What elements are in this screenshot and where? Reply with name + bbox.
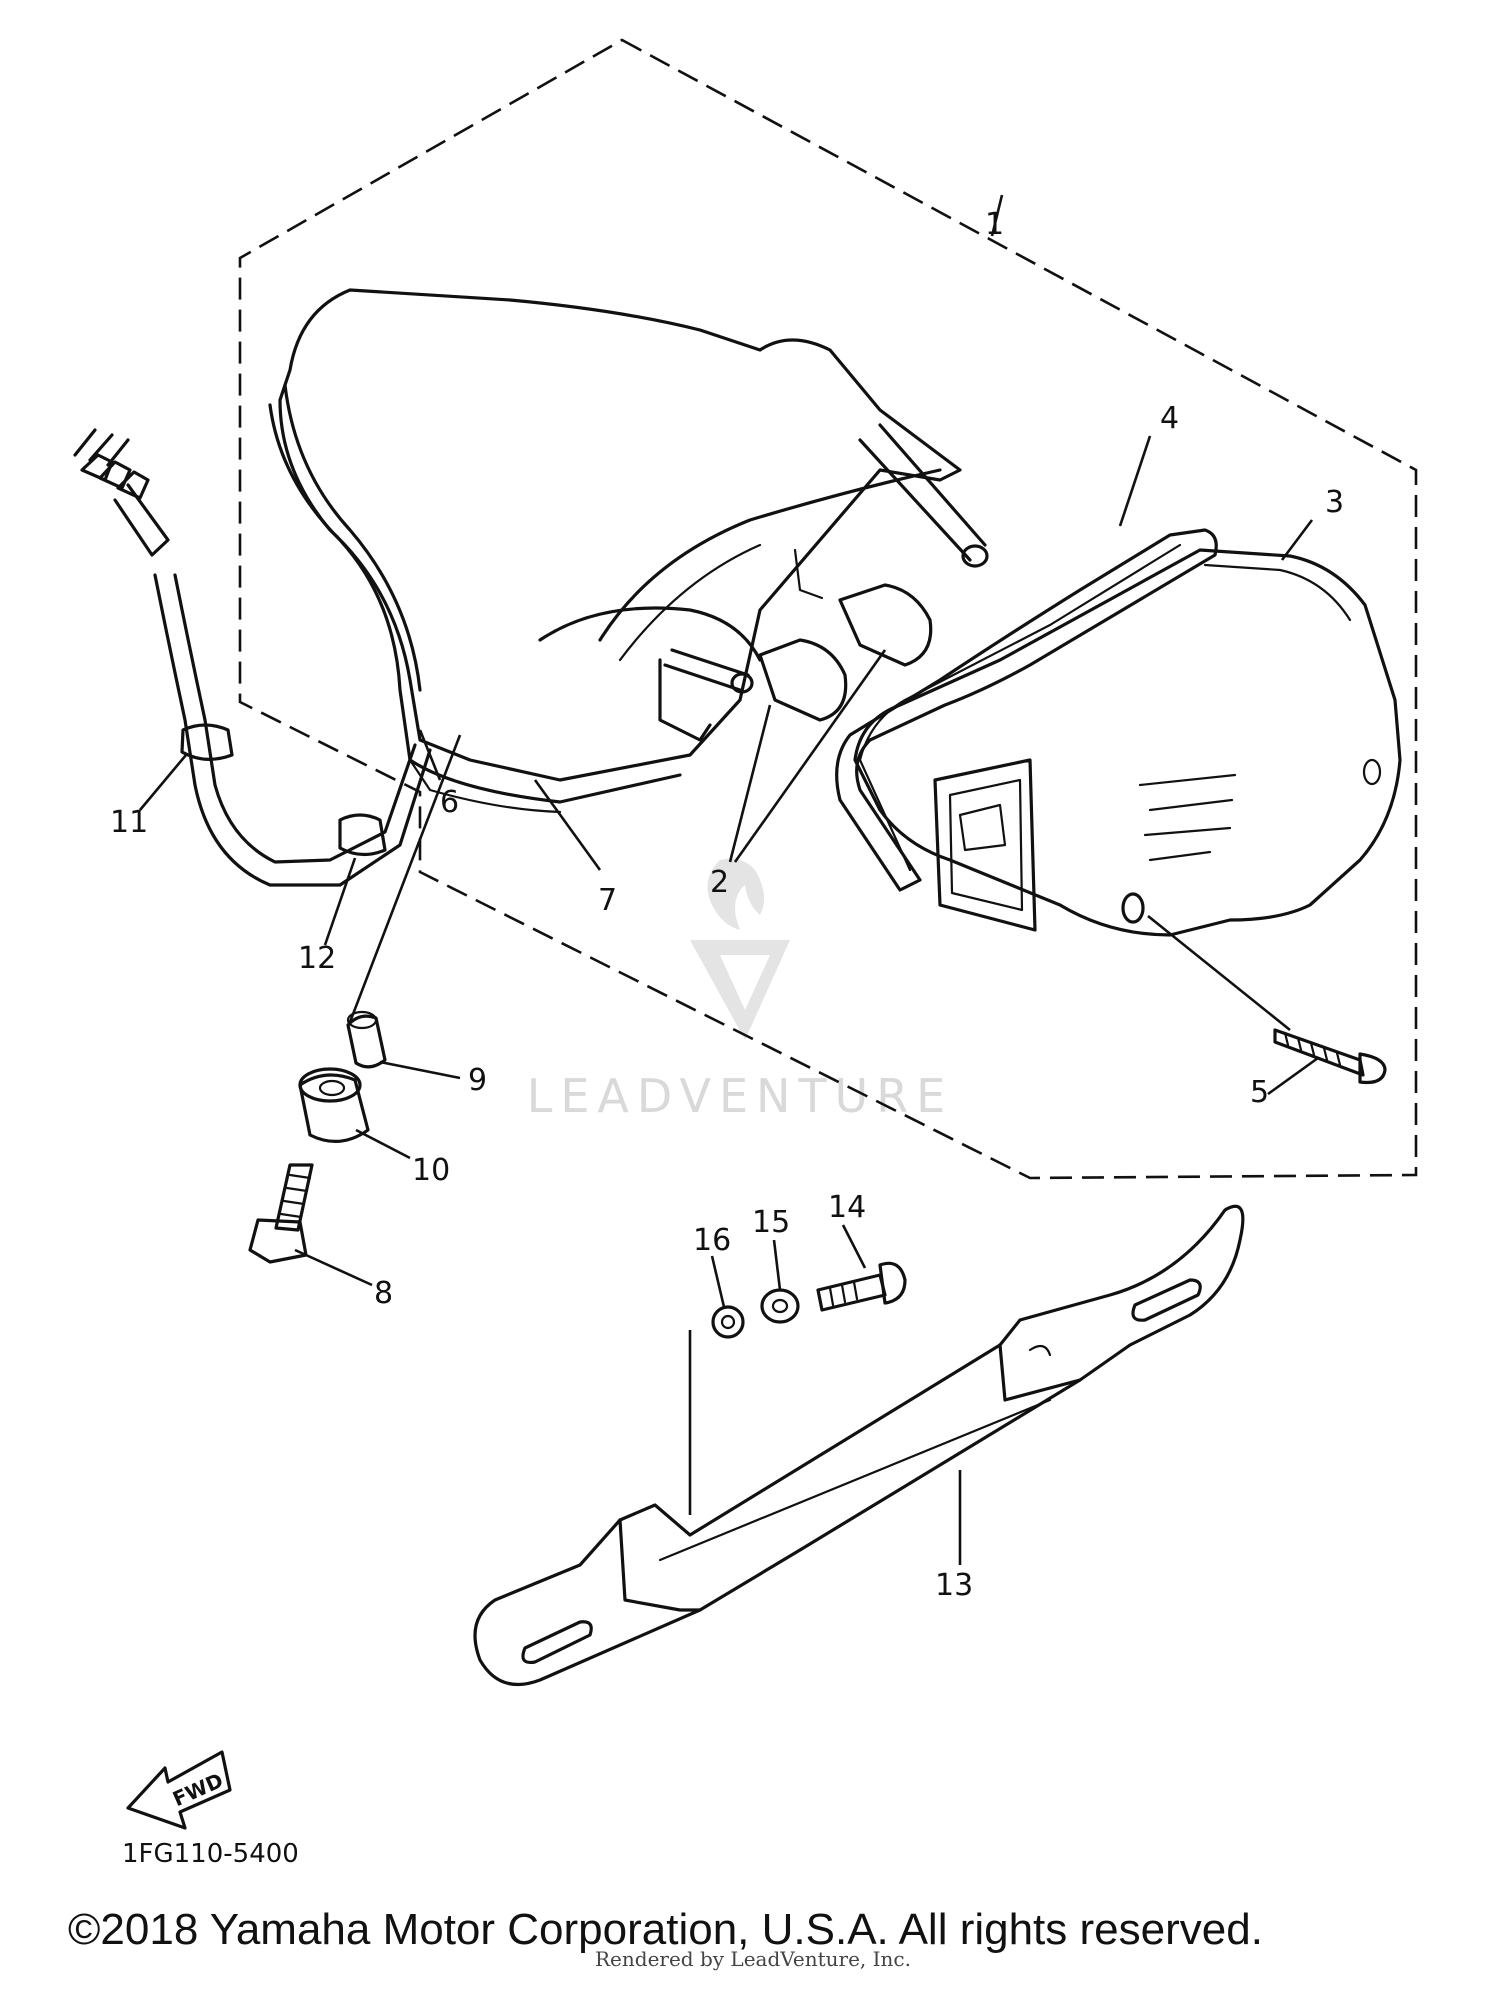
rendered-by-credit: Rendered by LeadVenture, Inc. (595, 1947, 911, 1971)
bolt-8 (248, 1163, 373, 1287)
callout-16: 16 (693, 1223, 731, 1258)
leader-4 (1118, 435, 1152, 527)
license-bracket (473, 1204, 1245, 1687)
callout-7: 7 (598, 883, 617, 918)
forward-arrow-icon: FWD (126, 1750, 232, 1830)
callout-3: 3 (1325, 485, 1344, 520)
callout-15: 15 (752, 1205, 790, 1240)
callout-1: 1 (985, 207, 1004, 242)
leader-2a (728, 704, 772, 863)
gasket (835, 528, 1218, 892)
small-hardware (710, 1224, 907, 1339)
leader-1 (990, 194, 1004, 237)
callout-9: 9 (468, 1063, 487, 1098)
taillight-base (268, 288, 989, 814)
callout-labels: 1 2 3 4 5 6 7 8 9 10 11 12 13 14 15 16 (110, 207, 1344, 1603)
bulbs (728, 583, 933, 863)
callout-11: 11 (110, 805, 148, 840)
leader-7 (533, 779, 602, 871)
assembly-boundary (238, 38, 1418, 1180)
copyright-notice: ©2018 Yamaha Motor Corporation, U.S.A. A… (68, 1905, 1263, 1954)
callout-10: 10 (412, 1153, 450, 1188)
lens (853, 548, 1402, 937)
screw-5 (1147, 914, 1387, 1096)
leader-2b (733, 649, 887, 863)
leadventure-watermark: LEADVENTURE (527, 858, 954, 1123)
callout-8: 8 (374, 1276, 393, 1311)
diagram-code: 1FG110-5400 (122, 1839, 299, 1869)
callout-6: 6 (440, 785, 459, 820)
collar-grommet (298, 734, 462, 1160)
leader-6 (418, 729, 442, 781)
watermark-text: LEADVENTURE (527, 1069, 954, 1123)
callout-12: 12 (298, 941, 336, 976)
callout-14: 14 (828, 1190, 866, 1225)
callout-13: 13 (935, 1568, 973, 1603)
leader-3 (1280, 519, 1314, 561)
wire-harness (73, 428, 432, 946)
callout-2: 2 (710, 865, 729, 900)
callout-5: 5 (1250, 1075, 1269, 1110)
callout-4: 4 (1160, 401, 1179, 436)
